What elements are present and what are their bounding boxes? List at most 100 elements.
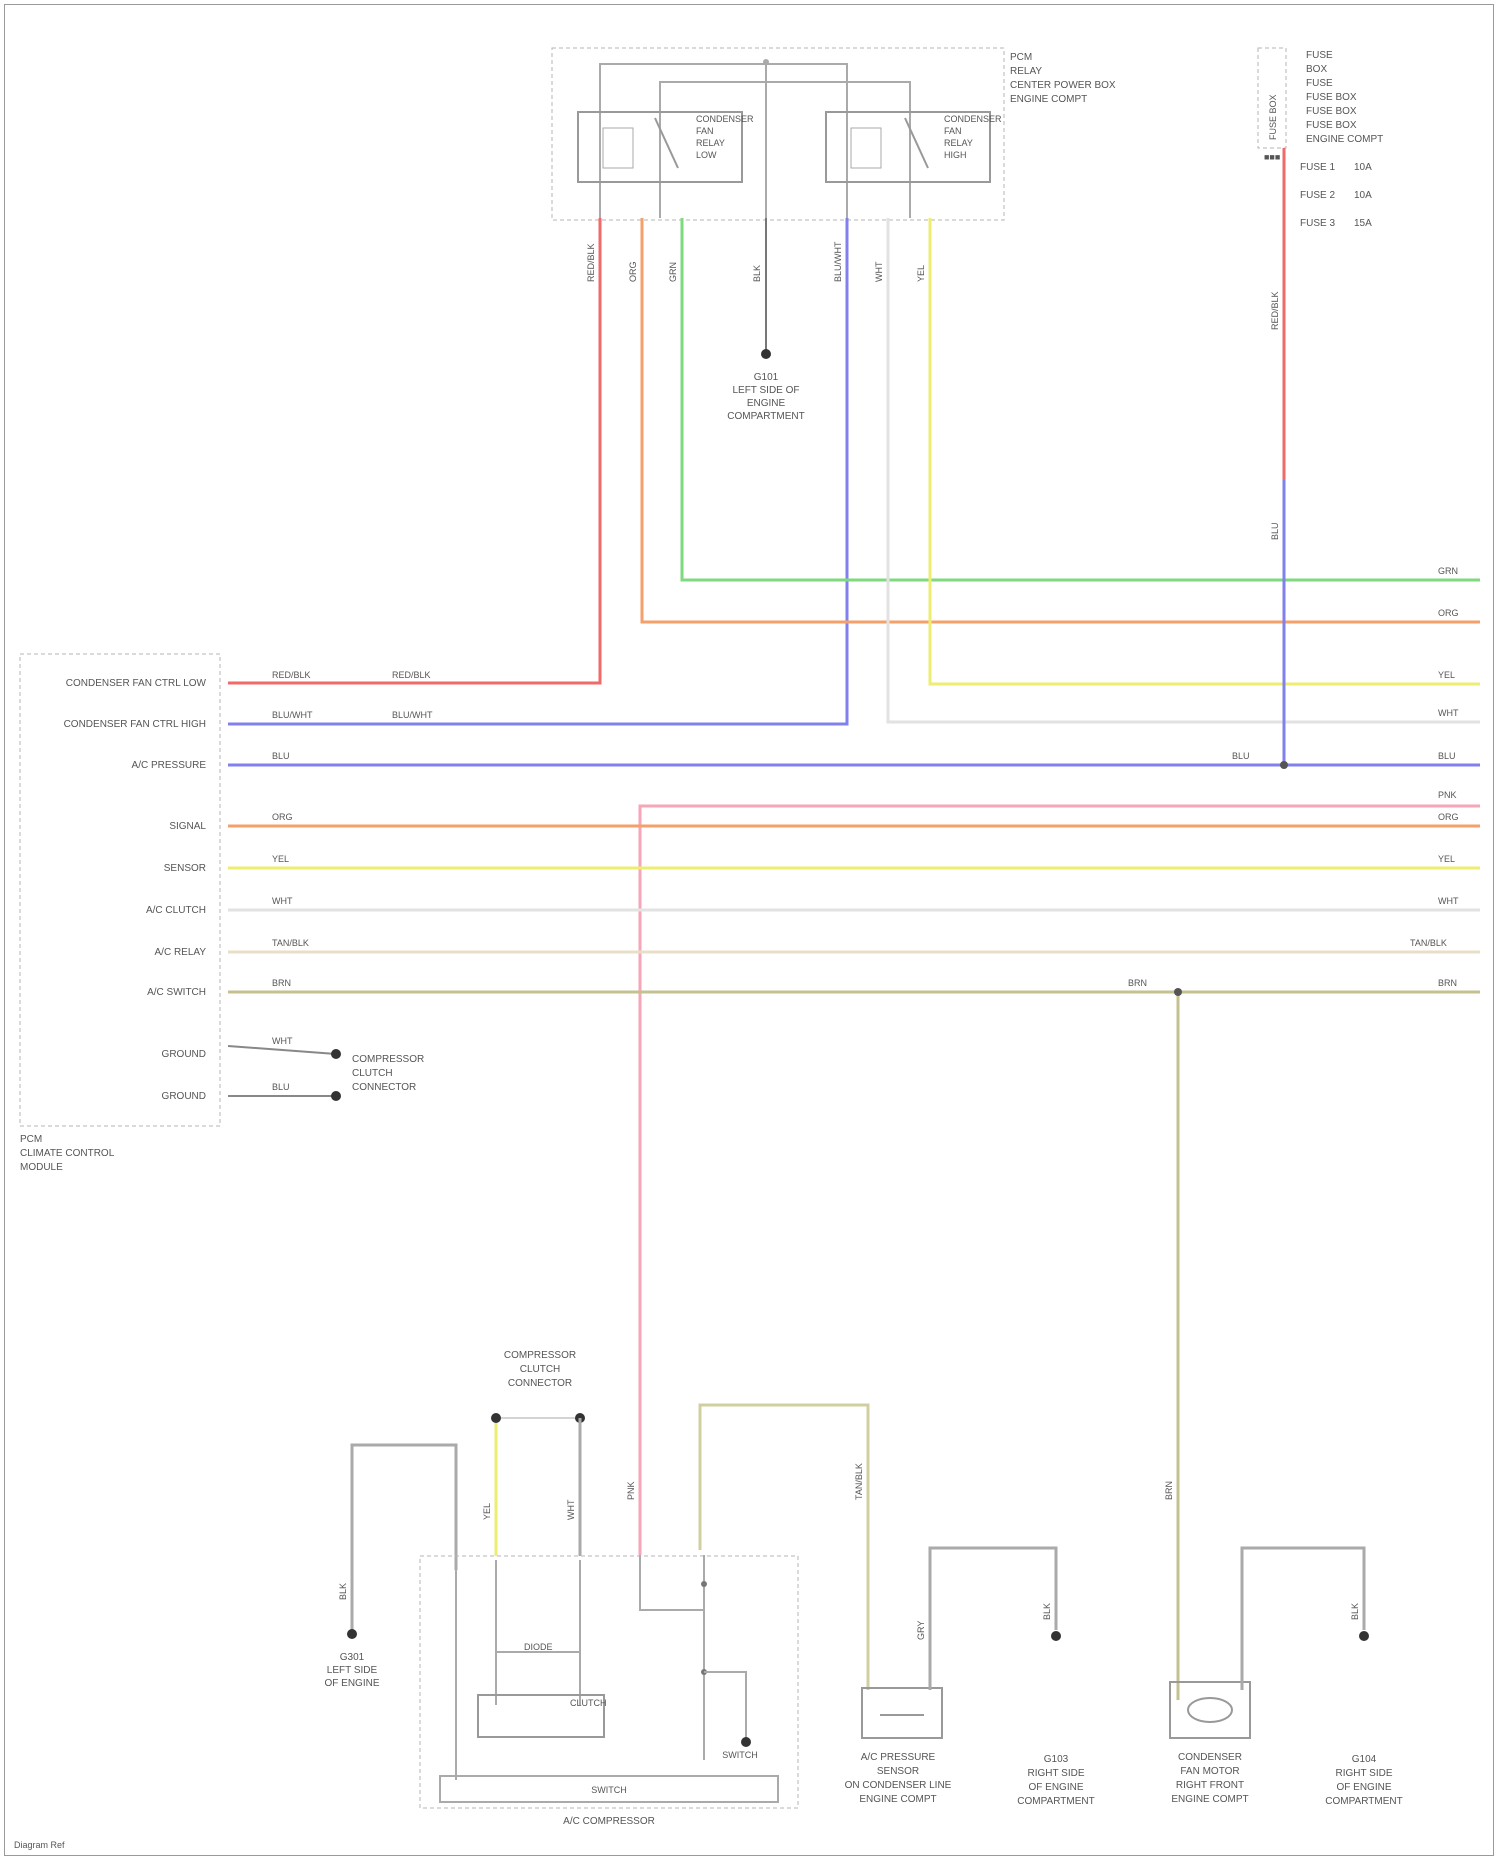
compressor-switch-ground-icon bbox=[741, 1737, 751, 1747]
label-gnd-2: BLU bbox=[272, 1082, 290, 1092]
label-wht-1: WHT bbox=[272, 896, 293, 906]
connector-mid-line-3: CONNECTOR bbox=[352, 1082, 416, 1093]
label-blk-vertical: BLK bbox=[752, 265, 762, 282]
fuse-box-title-1: FUSE bbox=[1306, 50, 1333, 61]
label-sensor-wire: GRY bbox=[916, 1621, 926, 1640]
label-brn-1: BRN bbox=[272, 978, 291, 988]
module-pin-3: A/C PRESSURE bbox=[132, 760, 207, 771]
label-conn-yel: YEL bbox=[482, 1503, 492, 1520]
fuse-box: FUSE BOX FUSE BOX FUSE FUSE BOX FUSE BOX… bbox=[1258, 48, 1383, 229]
fan-motor-icon bbox=[1188, 1698, 1232, 1722]
label-grn-right: GRN bbox=[1438, 566, 1458, 576]
fuse-box-side-label: FUSE BOX bbox=[1268, 94, 1278, 140]
fuse-2-value: 10A bbox=[1354, 190, 1372, 201]
ground-g301-line-3: OF ENGINE bbox=[324, 1678, 379, 1689]
connector-mid-line-2: CLUTCH bbox=[352, 1068, 393, 1079]
pressure-sensor-line-2: SENSOR bbox=[877, 1766, 919, 1777]
module-pin-4: SIGNAL bbox=[169, 821, 206, 832]
relay-low-label-1: CONDENSER bbox=[696, 114, 754, 124]
ac-compressor: DIODE CLUTCH SWITCH SWITCH A/C COMPRESSO… bbox=[420, 1555, 798, 1827]
label-blue-2: BLU/WHT bbox=[392, 710, 433, 720]
label-g104-wire: BLK bbox=[1350, 1603, 1360, 1620]
fan-motor-line-3: RIGHT FRONT bbox=[1176, 1780, 1244, 1791]
label-tan-right: TAN/BLK bbox=[1410, 938, 1447, 948]
label-fuse-red: RED/BLK bbox=[1270, 291, 1280, 330]
label-yel-right-2: YEL bbox=[1438, 854, 1455, 864]
ground-g301-line-1: G301 bbox=[340, 1652, 365, 1663]
condenser-fan-motor: BLK CONDENSER FAN MOTOR RIGHT FRONT ENGI… bbox=[1170, 1548, 1403, 1807]
fan-motor-line-4: ENGINE COMPT bbox=[1171, 1794, 1248, 1805]
relay-box-title-4: ENGINE COMPT bbox=[1010, 94, 1087, 105]
pressure-sensor-line-3: ON CONDENSER LINE bbox=[845, 1780, 952, 1791]
connector-mid-pin-2-icon bbox=[331, 1091, 341, 1101]
label-blu-2: BLU bbox=[1232, 751, 1250, 761]
relay-high-label-4: HIGH bbox=[944, 150, 967, 160]
relay-low-label-3: RELAY bbox=[696, 138, 725, 148]
label-org-right: ORG bbox=[1438, 608, 1459, 618]
label-tan-1: TAN/BLK bbox=[272, 938, 309, 948]
ground-g101-line-2: LEFT SIDE OF bbox=[732, 385, 799, 396]
label-yel-right: YEL bbox=[1438, 670, 1455, 680]
fan-motor-line-1: CONDENSER bbox=[1178, 1752, 1242, 1763]
clutch-label: CLUTCH bbox=[570, 1698, 607, 1708]
module-caption-1: PCM bbox=[20, 1134, 42, 1145]
fuse-box-title-4: FUSE BOX bbox=[1306, 92, 1357, 103]
ground-g103-line-3: OF ENGINE bbox=[1028, 1782, 1083, 1793]
ground-g104-line-3: OF ENGINE bbox=[1336, 1782, 1391, 1793]
wire-green bbox=[682, 218, 1480, 580]
connector-mid-line-1: COMPRESSOR bbox=[352, 1054, 424, 1065]
label-yel-vertical: YEL bbox=[916, 265, 926, 282]
climate-control-module: CONDENSER FAN CTRL LOW CONDENSER FAN CTR… bbox=[20, 654, 424, 1173]
ground-g103-line-2: RIGHT SIDE bbox=[1027, 1768, 1084, 1779]
wire-blue-high bbox=[228, 218, 847, 724]
relay-high-label-3: RELAY bbox=[944, 138, 973, 148]
fuse-3-value: 15A bbox=[1354, 218, 1372, 229]
label-red-2: RED/BLK bbox=[392, 670, 431, 680]
connector-bottom-pin-1-icon bbox=[491, 1413, 501, 1423]
label-wht-right-2: WHT bbox=[1438, 896, 1459, 906]
relay-low-label-4: LOW bbox=[696, 150, 717, 160]
relay-high-label-1: CONDENSER bbox=[944, 114, 1002, 124]
label-yel-1: YEL bbox=[272, 854, 289, 864]
fuse-box-title-6: FUSE BOX bbox=[1306, 120, 1357, 131]
ground-g104-line-2: RIGHT SIDE bbox=[1335, 1768, 1392, 1779]
fuse-box-title-5: FUSE BOX bbox=[1306, 106, 1357, 117]
module-pin-2: CONDENSER FAN CTRL HIGH bbox=[64, 719, 206, 730]
relay-box-title-2: RELAY bbox=[1010, 66, 1042, 77]
footer-ref: Diagram Ref bbox=[14, 1840, 65, 1850]
fuse-box-title-7: ENGINE COMPT bbox=[1306, 134, 1383, 145]
relay-box: PCM RELAY CENTER POWER BOX ENGINE COMPT … bbox=[552, 48, 1116, 220]
module-pin-7: A/C RELAY bbox=[155, 947, 207, 958]
ground-g301-icon bbox=[347, 1629, 357, 1639]
label-olive-vertical: TAN/BLK bbox=[854, 1463, 864, 1500]
ground-g101-line-1: G101 bbox=[754, 372, 779, 383]
fan-motor-line-2: FAN MOTOR bbox=[1180, 1766, 1239, 1777]
pressure-sensor-line-1: A/C PRESSURE bbox=[861, 1752, 936, 1763]
label-blue-vertical: BLU/WHT bbox=[833, 241, 843, 282]
wire-white bbox=[888, 218, 1480, 722]
ac-pressure-sensor: GRY BLK A/C PRESSURE SENSOR ON CONDENSER… bbox=[845, 1548, 1095, 1807]
label-org-vertical: ORG bbox=[628, 261, 638, 282]
fuse-3-label: FUSE 3 bbox=[1300, 218, 1335, 229]
ground-g103-icon bbox=[1051, 1631, 1061, 1641]
ground-g101-line-4: COMPARTMENT bbox=[727, 411, 804, 422]
ground-g101-icon bbox=[761, 349, 771, 359]
ground-g103-line-1: G103 bbox=[1044, 1754, 1069, 1765]
compressor-motor-label: SWITCH bbox=[591, 1785, 627, 1795]
label-brn-vertical: BRN bbox=[1164, 1481, 1174, 1500]
relay-low-label-2: FAN bbox=[696, 126, 714, 136]
label-g301-wire: BLK bbox=[338, 1583, 348, 1600]
module-pin-labels: CONDENSER FAN CTRL LOW CONDENSER FAN CTR… bbox=[64, 678, 207, 1102]
relay-box-title-1: PCM bbox=[1010, 52, 1032, 63]
ground-g104-line-4: COMPARTMENT bbox=[1325, 1796, 1402, 1807]
label-fuse-blue: BLU bbox=[1270, 522, 1280, 540]
label-blu-right: BLU bbox=[1438, 751, 1456, 761]
label-gnd-1: WHT bbox=[272, 1036, 293, 1046]
fuse-box-title-2: BOX bbox=[1306, 64, 1327, 75]
wire-yellow bbox=[930, 218, 1480, 684]
wire-olive-link bbox=[700, 1405, 868, 1690]
ground-g301-line-2: LEFT SIDE bbox=[327, 1665, 378, 1676]
connector-bottom-line-2: CLUTCH bbox=[520, 1364, 561, 1375]
